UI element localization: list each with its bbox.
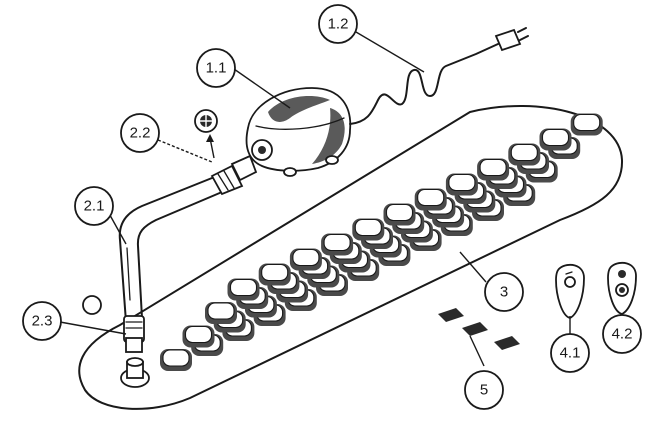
- remote-4-1-button: [564, 276, 576, 288]
- callout-4-2: 4.2: [602, 314, 642, 354]
- mat-nub-grid: [160, 113, 603, 371]
- mat-nub: [445, 173, 478, 196]
- blower-top-shading: [268, 96, 330, 122]
- suction-pad-1: [438, 308, 464, 322]
- callout-2-1: 2.1: [74, 186, 114, 226]
- mat-nub-top: [207, 302, 235, 320]
- svg-text:3: 3: [500, 284, 508, 301]
- mat-nub-top: [448, 173, 476, 192]
- power-cord-line: [349, 43, 499, 125]
- blower-connector-tip: [230, 154, 258, 182]
- mat-nub-top: [162, 349, 190, 367]
- mat-nub: [182, 325, 215, 348]
- mat-nub: [227, 278, 260, 301]
- leader-3: [459, 251, 487, 283]
- blower-unit: [245, 87, 352, 177]
- suction-pad-3: [494, 336, 520, 350]
- svg-text:5: 5: [480, 382, 488, 399]
- remote-4-2-button-top: [618, 270, 626, 278]
- mat-nub-top: [323, 233, 351, 252]
- power-cord: [349, 27, 529, 125]
- callout-2-3: 2.3: [22, 301, 62, 341]
- mat-nub-top: [417, 188, 445, 207]
- connector-ridges: [125, 321, 143, 329]
- air-hose: [118, 177, 223, 323]
- power-plug-body: [494, 28, 522, 52]
- inlet-top: [126, 357, 144, 367]
- callout-1-1: 1.1: [196, 48, 236, 88]
- mat-nub-top: [385, 203, 414, 222]
- mat-nub-top: [573, 113, 601, 132]
- suction-pad-2: [462, 322, 488, 336]
- air-filter-cap: [194, 109, 218, 159]
- blower-band: [255, 117, 345, 130]
- svg-text:2.1: 2.1: [84, 198, 105, 215]
- callout-1-2: 1.2: [318, 4, 358, 44]
- mat-nub: [477, 158, 510, 181]
- svg-text:4.1: 4.1: [560, 345, 581, 362]
- blower-connector-ridges: [217, 170, 235, 191]
- blower-foot-left: [283, 167, 297, 177]
- blower-side-shading: [312, 108, 345, 164]
- leader-1-1: [233, 68, 291, 109]
- blower-connector-body: [210, 164, 244, 196]
- mat-nub-top: [229, 278, 258, 297]
- mat-nub-top: [479, 158, 507, 177]
- leader-2-2: [157, 139, 213, 163]
- bubble-mat: [78, 105, 624, 410]
- remote-4-2-button-center: [619, 287, 625, 293]
- mat-nub-top: [184, 325, 213, 344]
- svg-text:4.2: 4.2: [612, 326, 633, 343]
- filter-arrow-head: [206, 134, 214, 142]
- hose-outer-left: [118, 177, 213, 323]
- mat-nub: [352, 218, 385, 241]
- mat-nub: [570, 113, 603, 136]
- mat-nub-top: [261, 263, 289, 282]
- mat-nub-top: [510, 143, 538, 162]
- suction-pads: [438, 308, 520, 350]
- remote-control-4-2: [607, 261, 637, 315]
- mat-nub: [539, 128, 572, 151]
- callout-4-1: 4.1: [550, 333, 590, 373]
- mat-nub-top: [292, 248, 320, 267]
- svg-text:2.2: 2.2: [130, 125, 151, 142]
- remote-4-1-mark: [565, 271, 573, 275]
- hose-outer-right: [136, 191, 223, 319]
- svg-text:1.1: 1.1: [206, 60, 227, 77]
- connector-neck: [125, 337, 143, 353]
- mat-nub: [414, 188, 447, 211]
- callout-5: 5: [464, 370, 504, 410]
- mat-nub: [289, 248, 322, 271]
- blower-foot-right: [325, 155, 339, 165]
- power-plug-prongs: [517, 27, 529, 41]
- remote-control-4-1: [555, 263, 585, 319]
- callout-2-2: 2.2: [120, 113, 160, 153]
- mat-nub: [258, 263, 291, 286]
- hose-blower-connector: [210, 154, 258, 196]
- blower-outlet-hole: [258, 146, 266, 154]
- mat-nub: [321, 233, 354, 256]
- mat-nub: [205, 302, 237, 324]
- callout-labels: 1.1 1.2 2.1 2.2 2.3 3 4.1 4.2 5: [22, 4, 642, 410]
- callout-3: 3: [484, 272, 524, 312]
- hose-shine: [126, 247, 131, 301]
- connector-o-ring: [82, 295, 102, 315]
- leader-2-3: [59, 321, 127, 335]
- mat-nub: [383, 203, 416, 226]
- mat-nub: [160, 349, 192, 371]
- svg-text:2.3: 2.3: [32, 313, 53, 330]
- mat-air-inlet: [120, 357, 150, 388]
- mat-nub-top: [354, 218, 382, 237]
- leader-1-2: [355, 31, 425, 73]
- mat-nub: [508, 143, 541, 166]
- leader-5: [469, 335, 485, 367]
- mat-nub-top: [541, 128, 570, 147]
- hose-mat-connector: [82, 295, 145, 353]
- svg-text:1.2: 1.2: [328, 16, 349, 33]
- leader-lines: [59, 31, 623, 367]
- filter-cap-cross: [200, 115, 212, 127]
